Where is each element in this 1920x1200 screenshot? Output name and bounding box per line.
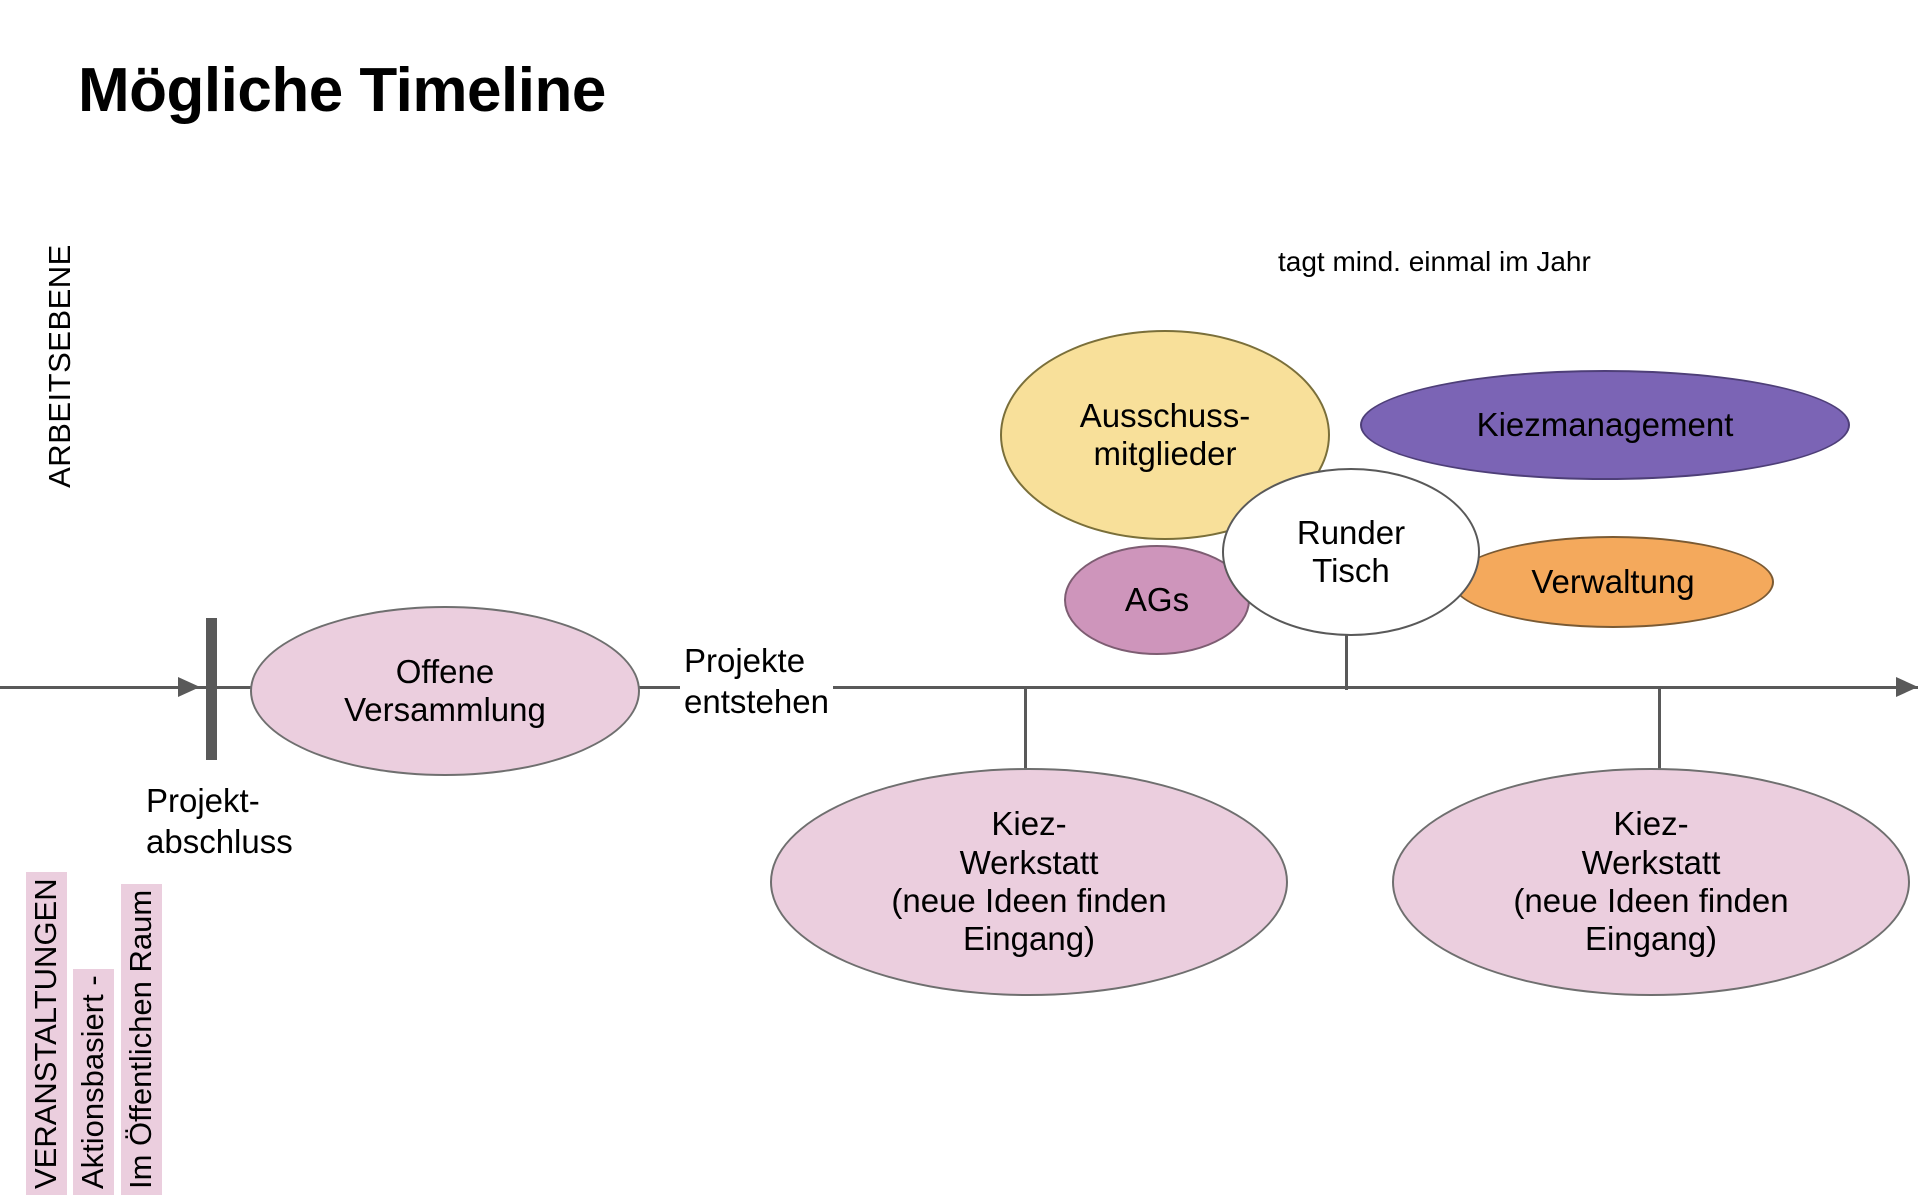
node-runder-tisch[interactable]: Runder Tisch [1222, 468, 1480, 636]
connector-kiezwerkstatt-1 [1024, 688, 1027, 788]
node-kiezmanagement[interactable]: Kiezmanagement [1360, 370, 1850, 480]
axis-label-arbeitsebene: ARBEITSEBENE [42, 244, 77, 488]
side-label-aktionsbasiert: Aktionsbasiert - [73, 969, 114, 1195]
timeline-axis-line [0, 686, 1918, 689]
node-label-kiezmanagement: Kiezmanagement [1476, 405, 1734, 443]
node-label-ags: AGs [1124, 580, 1190, 618]
annotation-projekte-entstehen: Projekte entstehen [680, 640, 833, 723]
node-label-runder-tisch: Runder Tisch [1296, 513, 1406, 589]
node-label-offene-versammlung: Offene Versammlung [344, 652, 546, 728]
node-offene-versammlung[interactable]: Offene Versammlung [250, 606, 640, 776]
page-title: Mögliche Timeline [78, 56, 606, 125]
side-label-veranstaltungen: VERANSTALTUNGEN [26, 872, 67, 1195]
annotation-projektabschluss: Projekt- abschluss [146, 782, 293, 861]
node-kiezwerkstatt-1[interactable]: Kiez- Werkstatt (neue Ideen finden Einga… [770, 768, 1288, 996]
connector-kiezwerkstatt-2 [1658, 688, 1661, 788]
node-label-kiezwerkstatt-1: Kiez- Werkstatt (neue Ideen finden Einga… [891, 805, 1167, 958]
annotation-tagt-mind-einmal-im-jahr: tagt mind. einmal im Jahr [1278, 246, 1591, 277]
node-label-ausschussmitglieder: Ausschuss- mitglieder [1079, 396, 1251, 472]
arrow-right-icon [1896, 677, 1918, 697]
node-label-verwaltung: Verwaltung [1531, 562, 1695, 600]
node-label-kiezwerkstatt-2: Kiez- Werkstatt (neue Ideen finden Einga… [1513, 805, 1789, 958]
node-kiezwerkstatt-2[interactable]: Kiez- Werkstatt (neue Ideen finden Einga… [1392, 768, 1910, 996]
timeline-tick-projektabschluss [206, 618, 217, 760]
side-label-im-oeffentlichen-raum: Im Öffentlichen Raum [121, 883, 162, 1195]
node-verwaltung[interactable]: Verwaltung [1452, 536, 1774, 628]
